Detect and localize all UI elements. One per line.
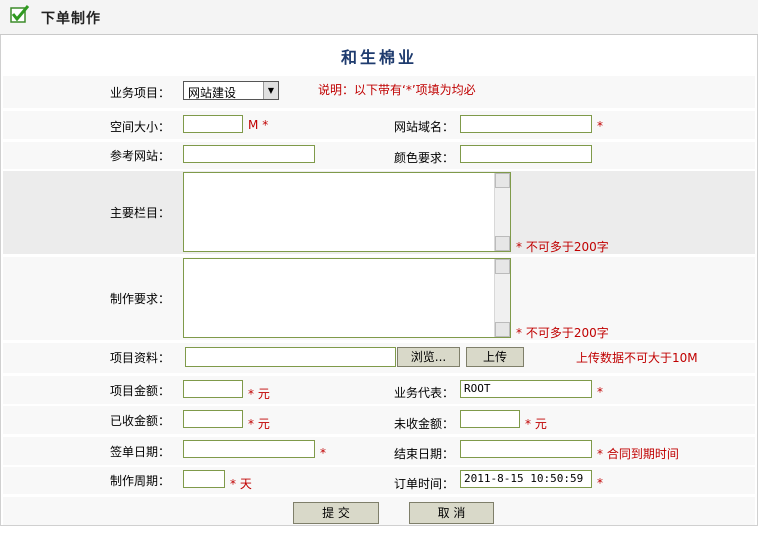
order-time-input[interactable]: 2011-8-15 10:50:59	[460, 470, 592, 488]
title-bar	[0, 0, 758, 35]
space-unit-text: M	[248, 118, 259, 132]
space-input[interactable]	[183, 115, 243, 133]
unreceived-label: 未收金额：	[394, 417, 455, 431]
amount-input[interactable]	[183, 380, 243, 398]
columns-label: 主要栏目：	[110, 206, 171, 220]
req-hint-text: 不可多于200字	[525, 326, 609, 340]
scroll-up-icon[interactable]	[495, 173, 510, 188]
row-buttons	[3, 497, 755, 525]
period-input[interactable]	[183, 470, 225, 488]
domain-input[interactable]	[460, 115, 592, 133]
company-name: 和生棉业	[340, 48, 417, 67]
cancel-button[interactable]: 取 消	[409, 502, 494, 524]
ref-input[interactable]	[183, 145, 315, 163]
scroll-down-icon[interactable]	[495, 322, 510, 337]
req-textarea[interactable]	[183, 258, 511, 338]
required-star: *	[248, 387, 254, 401]
biz-item-value: 网站建设	[188, 86, 237, 100]
required-star: *	[248, 417, 254, 431]
row-amount	[3, 376, 755, 404]
unreceived-unit: * 元	[525, 415, 547, 432]
required-note: 说明：以下带有‘*’项填为均必	[318, 83, 476, 97]
required-star: *	[320, 446, 326, 460]
required-star: *	[525, 417, 531, 431]
req-label: 制作要求：	[110, 292, 171, 306]
submit-button[interactable]: 提 交	[293, 502, 379, 524]
page-title: 下单制作	[41, 11, 101, 27]
scrollbar[interactable]	[494, 173, 510, 251]
ref-label: 参考网站：	[110, 149, 171, 163]
end-date-label: 结束日期：	[394, 447, 455, 461]
received-label: 已收金额：	[110, 414, 171, 428]
period-unit: * 天	[230, 475, 252, 492]
required-star: *	[597, 476, 603, 490]
row-period	[3, 467, 755, 494]
end-date-hint: * 合同到期时间	[597, 445, 679, 462]
period-unit-text: 天	[239, 477, 252, 491]
biz-item-label: 业务项目：	[110, 86, 171, 100]
required-star: *	[516, 326, 522, 340]
amount-unit: * 元	[248, 385, 270, 402]
period-label: 制作周期：	[110, 474, 171, 488]
received-unit-text: 元	[257, 417, 270, 431]
space-label: 空间大小：	[110, 120, 171, 134]
end-date-input[interactable]	[460, 440, 592, 458]
space-unit: M *	[248, 118, 268, 132]
row-received	[3, 406, 755, 434]
required-star: *	[597, 119, 603, 133]
required-star: *	[262, 118, 269, 132]
order-time-label: 订单时间：	[394, 477, 455, 491]
scroll-up-icon[interactable]	[495, 259, 510, 274]
chevron-down-icon[interactable]: ▼	[263, 82, 278, 99]
amount-unit-text: 元	[257, 387, 270, 401]
upload-hint: 上传数据不可大于10M	[576, 351, 698, 365]
required-star: *	[516, 240, 522, 254]
columns-textarea[interactable]	[183, 172, 511, 252]
sign-date-label: 签单日期：	[110, 445, 171, 459]
required-star: *	[230, 477, 236, 491]
domain-label: 网站域名：	[394, 120, 455, 134]
color-input[interactable]	[460, 145, 592, 163]
row-space	[3, 111, 755, 139]
scroll-down-icon[interactable]	[495, 236, 510, 251]
rep-input[interactable]: ROOT	[460, 380, 592, 398]
biz-item-select[interactable]: 网站建设 ▼	[183, 81, 279, 100]
scrollbar[interactable]	[494, 259, 510, 337]
end-date-hint-text: 合同到期时间	[606, 447, 679, 461]
sign-date-input[interactable]	[183, 440, 315, 458]
material-label: 项目资料：	[110, 351, 171, 365]
received-unit: * 元	[248, 415, 270, 432]
row-ref	[3, 142, 755, 169]
browse-button[interactable]: 浏览...	[397, 347, 460, 367]
required-star: *	[597, 447, 603, 461]
upload-button[interactable]: 上传	[466, 347, 524, 367]
row-biz-item	[3, 76, 755, 108]
row-sign-date	[3, 437, 755, 465]
rep-label: 业务代表：	[394, 386, 455, 400]
color-label: 颜色要求：	[394, 151, 455, 165]
columns-hint-text: 不可多于200字	[525, 240, 609, 254]
received-input[interactable]	[183, 410, 243, 428]
unreceived-unit-text: 元	[534, 417, 547, 431]
req-hint: * 不可多于200字	[516, 324, 609, 341]
required-star: *	[597, 385, 603, 399]
columns-hint: * 不可多于200字	[516, 238, 609, 255]
unreceived-input[interactable]	[460, 410, 520, 428]
file-path-input[interactable]	[185, 347, 396, 367]
check-icon	[10, 5, 30, 23]
amount-label: 项目金额：	[110, 384, 171, 398]
